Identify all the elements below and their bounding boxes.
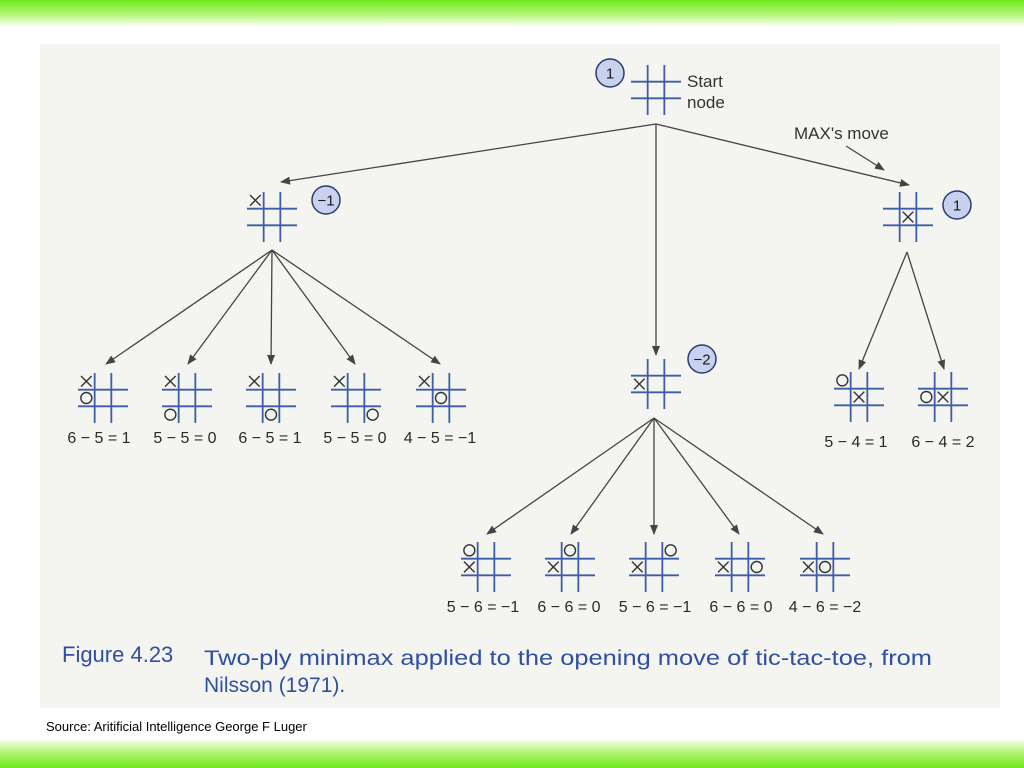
figure-caption: Figure 4.23 Two-ply minimax applied to t… <box>62 642 932 697</box>
edge-edge-to-leaf <box>570 417 655 535</box>
o-mark <box>434 391 448 405</box>
leaf-board <box>629 542 679 592</box>
edge-corner-to-leaf <box>105 249 273 365</box>
edge-edge-to-leaf <box>653 417 824 535</box>
leaf-board <box>800 542 850 592</box>
o-mark <box>366 408 379 421</box>
x-mark <box>853 391 865 403</box>
leaf-evaluation: 6 − 4 = 2 <box>911 434 974 451</box>
o-mark <box>563 544 577 557</box>
value-badge-center: 1 <box>942 190 972 220</box>
badge-value: 1 <box>606 66 614 83</box>
max-move-label: MAX's move <box>794 124 889 143</box>
x-mark <box>249 194 262 207</box>
leaf-evaluation: 5 − 4 = 1 <box>824 434 887 451</box>
leaf-evaluations: 6 − 5 = 1 5 − 5 = 0 6 − 5 = 1 5 − 5 = 0 4 − … <box>67 430 974 616</box>
o-mark <box>664 544 677 557</box>
caption-line-1: Two-ply minimax applied to the opening m… <box>204 647 932 670</box>
edge-corner-to-leaf <box>187 249 273 365</box>
o-mark <box>818 560 832 574</box>
leaf-board <box>715 542 765 592</box>
level1-board-corner <box>247 192 297 242</box>
leaf-board <box>78 373 128 423</box>
badge-value: −2 <box>693 352 710 369</box>
annotations: Start node MAX's move <box>687 72 889 171</box>
x-mark <box>717 561 730 573</box>
max-move-pointer-arrow <box>845 145 885 171</box>
leaf-board <box>162 373 212 423</box>
leaf-evaluation: 5 − 6 = −1 <box>447 599 520 616</box>
leaf-evaluation: 6 − 6 = 0 <box>537 599 600 616</box>
leaf-evaluation: 4 − 5 = −1 <box>404 430 477 447</box>
start-node-board <box>631 65 681 115</box>
x-mark <box>633 378 646 390</box>
level1-board-center <box>883 192 933 242</box>
x-mark <box>418 375 431 388</box>
x-mark <box>80 375 93 388</box>
edge-root-to-center <box>655 123 910 187</box>
tree-edges <box>105 123 946 535</box>
o-mark <box>836 374 849 387</box>
badge-value: 1 <box>953 198 961 215</box>
x-mark <box>547 561 560 573</box>
edge-root-to-corner <box>280 123 657 185</box>
source-credit: Source: Aritificial Intelligence George … <box>46 719 307 734</box>
badge-value: −1 <box>317 193 334 210</box>
edge-center-to-leaf <box>906 251 946 370</box>
start-label: Start <box>687 72 723 91</box>
leaf-evaluation: 6 − 6 = 0 <box>709 599 772 616</box>
node-label: node <box>687 93 725 112</box>
leaf-evaluation: 6 − 5 = 1 <box>67 430 130 447</box>
leaf-board <box>545 542 595 592</box>
value-badge-edge: −2 <box>687 344 717 374</box>
o-mark <box>80 391 93 405</box>
x-mark <box>631 561 644 573</box>
leaf-board <box>246 373 296 423</box>
value-badges: 1 −1 −2 1 <box>311 58 972 374</box>
tree-boards <box>78 65 968 592</box>
o-mark <box>463 544 476 557</box>
edge-center-to-leaf <box>858 251 908 370</box>
leaf-board <box>834 372 884 422</box>
leaf-evaluation: 4 − 6 = −2 <box>789 599 862 616</box>
caption-title: Figure 4.23 <box>62 642 173 667</box>
o-mark <box>264 408 278 421</box>
edge-edge-to-leaf <box>653 417 740 535</box>
o-mark <box>920 390 933 404</box>
top-green-band <box>0 0 1024 27</box>
x-mark <box>902 211 914 223</box>
leaf-evaluation: 5 − 6 = −1 <box>619 599 692 616</box>
x-mark <box>463 561 476 573</box>
o-mark <box>750 560 763 574</box>
leaf-evaluation: 5 − 5 = 0 <box>323 430 386 447</box>
leaf-board <box>918 372 968 422</box>
bottom-green-band <box>0 738 1024 768</box>
edge-corner-to-leaf <box>271 249 441 365</box>
x-mark <box>802 561 815 573</box>
edge-edge-to-leaf <box>486 417 655 535</box>
x-mark <box>248 375 261 388</box>
root-value-badge: 1 <box>595 58 625 88</box>
leaf-evaluation: 6 − 5 = 1 <box>238 430 301 447</box>
leaf-board <box>416 373 466 423</box>
leaf-evaluation: 5 − 5 = 0 <box>153 430 216 447</box>
x-mark <box>164 375 177 388</box>
x-mark <box>333 375 346 388</box>
x-mark <box>937 391 949 403</box>
edge-corner-to-leaf <box>267 249 276 365</box>
value-badge-corner: −1 <box>311 185 341 215</box>
edge-corner-to-leaf <box>271 249 356 365</box>
caption-line-2: Nilsson (1971). <box>204 674 345 697</box>
o-mark <box>164 408 177 421</box>
leaf-board <box>331 373 381 423</box>
leaf-board <box>461 542 511 592</box>
level1-board-edge <box>631 359 681 409</box>
